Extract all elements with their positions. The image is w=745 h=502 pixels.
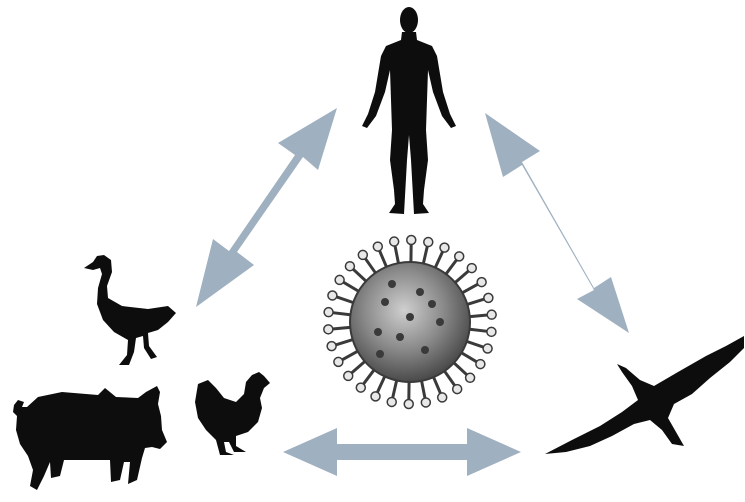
virus-spike-tip <box>344 371 353 380</box>
virus-spike-tip <box>358 250 367 259</box>
virus-spike-tip <box>327 342 336 351</box>
virus-spike-tip <box>371 392 380 401</box>
virus-spike-tip <box>387 397 396 406</box>
virus-spike-tip <box>424 238 433 247</box>
arrow-human-wildbirds <box>485 113 629 333</box>
virus-spike-tip <box>345 262 354 271</box>
virus-spike-tip <box>455 252 464 261</box>
virus-surface-protein <box>381 298 389 306</box>
virus-spike-tip <box>328 291 337 300</box>
goose-silhouette-icon <box>84 255 176 365</box>
virus-spike-tip <box>335 275 344 284</box>
arrow-domestic-wildbirds <box>283 428 521 476</box>
human-silhouette-icon <box>362 7 456 214</box>
virus-icon <box>324 236 496 409</box>
virus-spike-tip <box>487 327 496 336</box>
chicken-silhouette-icon <box>195 372 270 455</box>
virus-surface-protein <box>416 288 424 296</box>
virus-spike-tip <box>334 357 343 366</box>
virus-surface-protein <box>436 318 444 326</box>
virus-body <box>350 262 470 382</box>
pig-silhouette-icon <box>13 386 167 490</box>
virus-spike-tip <box>421 398 430 407</box>
virus-spike-tip <box>438 393 447 402</box>
virus-spike-tip <box>373 242 382 251</box>
virus-spike-tip <box>356 383 365 392</box>
virus-spike-tip <box>390 237 399 246</box>
virus-spike-tip <box>483 344 492 353</box>
virus-surface-protein <box>374 328 382 336</box>
virus-surface-protein <box>428 300 436 308</box>
arrow-human-domestic <box>196 108 337 307</box>
virus-spike-tip <box>324 308 333 317</box>
virus-spike-tip <box>404 399 413 408</box>
virus-surface-protein <box>421 346 429 354</box>
virus-surface-protein <box>388 280 396 288</box>
virus-surface-protein <box>396 333 404 341</box>
virus-spike-tip <box>466 373 475 382</box>
virus-spike-tip <box>487 310 496 319</box>
virus-spike-tip <box>324 325 333 334</box>
wild-bird-silhouette-icon <box>545 336 744 454</box>
virus-surface-protein <box>406 313 414 321</box>
virus-spike-tip <box>476 360 485 369</box>
virus-spike-tip <box>467 264 476 273</box>
virus-spike-tip <box>440 243 449 252</box>
virus-spike-tip <box>407 236 416 245</box>
virus-spike-tip <box>453 385 462 394</box>
virus-spike-tip <box>484 293 493 302</box>
virus-surface-protein <box>376 350 384 358</box>
virus-spike-tip <box>477 278 486 287</box>
